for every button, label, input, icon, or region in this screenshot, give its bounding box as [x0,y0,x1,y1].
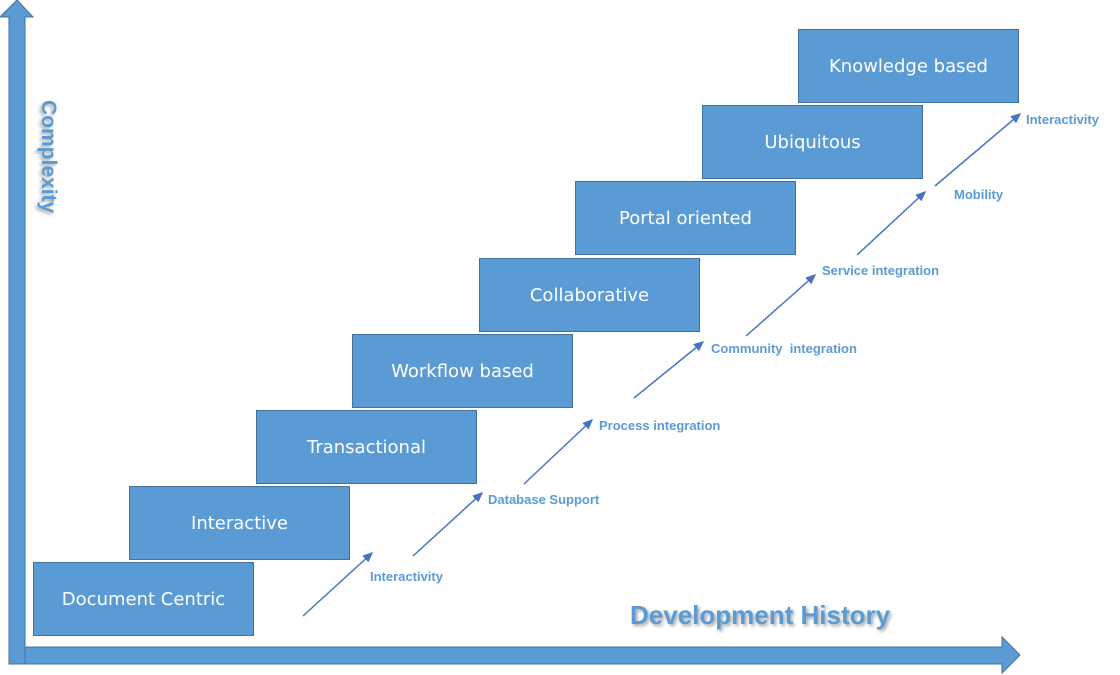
stage-document-centric: Document Centric [33,562,254,636]
transition-label: Interactivity [370,569,443,584]
transition-label: Community integration [711,341,857,356]
stage-portal-oriented: Portal oriented [575,181,796,255]
stage-knowledge-based: Knowledge based [798,29,1019,103]
transition-label: Interactivity [1026,112,1099,127]
stage-transactional: Transactional [256,410,477,484]
y-axis-arrow [0,0,35,665]
transition-arrow [523,418,594,485]
y-axis-title: Complexity [37,100,60,214]
x-axis-title: Development History [630,600,891,630]
x-axis-arrow [24,635,1021,675]
transition-label: Service integration [822,263,940,278]
transition-label: Process integration [599,418,721,433]
transition-arrow [856,190,927,256]
transition-label: Database Support [488,492,600,507]
transition-arrow [633,341,705,399]
stage-ubiquitous: Ubiquitous [702,105,923,179]
stage-interactive: Interactive [129,486,350,560]
transition-arrow [412,491,484,557]
stage-collaborative: Collaborative [479,258,700,332]
transition-arrow [745,274,817,337]
transition-arrow [302,551,374,617]
transition-label: Mobility [954,187,1004,202]
transition-arrow [934,113,1022,187]
stage-workflow-based: Workflow based [352,334,573,408]
